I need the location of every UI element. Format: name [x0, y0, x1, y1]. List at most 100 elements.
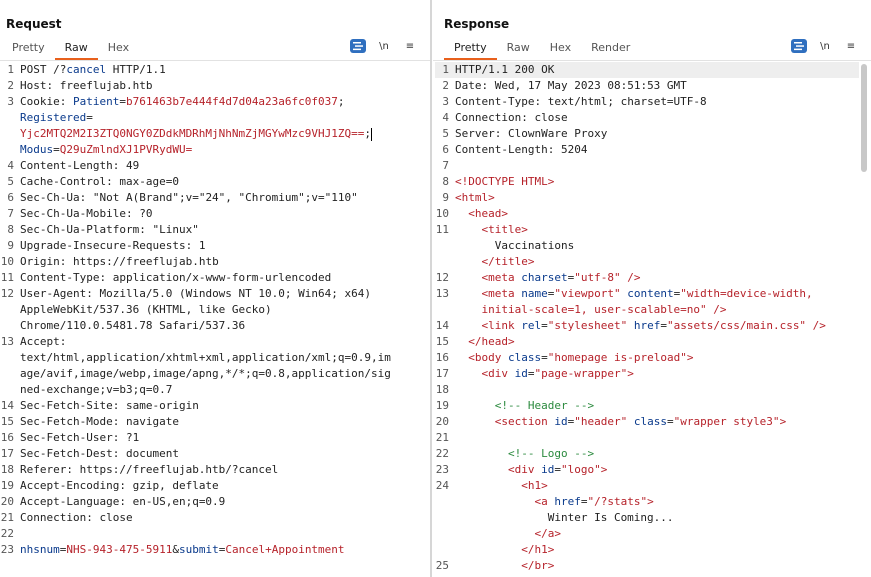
- format-icon[interactable]: [791, 39, 807, 53]
- response-line[interactable]: 14 <link rel="stylesheet" href="assets/c…: [435, 318, 859, 334]
- token: "header": [574, 415, 628, 428]
- newline-toggle-button[interactable]: \n: [379, 40, 389, 52]
- line-text: Host: freeflujab.htb: [20, 78, 152, 94]
- line-text: POST /?cancel HTTP/1.1: [20, 62, 166, 78]
- response-line[interactable]: 23 <div id="logo">: [435, 462, 859, 478]
- pane-divider[interactable]: [430, 0, 432, 577]
- response-scrollbar[interactable]: [861, 62, 869, 577]
- response-line[interactable]: Winter Is Coming...: [435, 510, 859, 526]
- token: id: [541, 463, 555, 476]
- request-line[interactable]: 22: [0, 526, 420, 542]
- request-line[interactable]: ned-exchange;v=b3;q=0.7: [0, 382, 420, 398]
- response-line[interactable]: 20 <section id="header" class="wrapper s…: [435, 414, 859, 430]
- response-line[interactable]: 12 <meta charset="utf-8" />: [435, 270, 859, 286]
- newline-toggle-button[interactable]: \n: [820, 40, 830, 52]
- line-number: 14: [0, 399, 14, 412]
- response-line[interactable]: 21: [435, 430, 859, 446]
- line-text: age/avif,image/webp,image/apng,*/*;q=0.8…: [20, 366, 391, 382]
- request-line[interactable]: age/avif,image/webp,image/apng,*/*;q=0.8…: [0, 366, 420, 382]
- response-line[interactable]: Vaccinations: [435, 238, 859, 254]
- request-line[interactable]: Yjc2MTQ2M2I3ZTQ0NGY0ZDdkMDRhMjNhNmZjMGYw…: [0, 126, 420, 142]
- response-line[interactable]: <a href="/?stats">: [435, 494, 859, 510]
- token: ;: [364, 127, 371, 140]
- request-line[interactable]: AppleWebKit/537.36 (KHTML, like Gecko): [0, 302, 420, 318]
- request-tab-pretty[interactable]: Pretty: [12, 41, 45, 54]
- request-line[interactable]: Modus=Q29uZmlndXJ1PVRydWU=: [0, 142, 420, 158]
- response-line[interactable]: 7: [435, 158, 859, 174]
- menu-icon[interactable]: ≡: [846, 40, 856, 52]
- token: =: [580, 495, 588, 508]
- format-icon[interactable]: [350, 39, 366, 53]
- response-line[interactable]: </a>: [435, 526, 859, 542]
- response-line[interactable]: 8<!DOCTYPE HTML>: [435, 174, 859, 190]
- request-line[interactable]: text/html,application/xhtml+xml,applicat…: [0, 350, 420, 366]
- response-line[interactable]: 16 <body class="homepage is-preload">: [435, 350, 859, 366]
- response-tab-pretty[interactable]: Pretty: [444, 40, 497, 60]
- response-line[interactable]: 24 <h1>: [435, 478, 859, 494]
- token: </title>: [481, 255, 535, 268]
- response-line[interactable]: 15 </head>: [435, 334, 859, 350]
- request-tab-raw[interactable]: Raw: [54, 40, 98, 60]
- request-line[interactable]: Chrome/110.0.5481.78 Safari/537.36: [0, 318, 420, 334]
- response-line[interactable]: 22 <!-- Logo -->: [435, 446, 859, 462]
- line-text: Content-Type: text/html; charset=UTF-8: [455, 94, 707, 110]
- response-line[interactable]: 25 </br>: [435, 558, 859, 574]
- token: href: [554, 495, 581, 508]
- response-scroll-thumb[interactable]: [861, 64, 867, 172]
- line-number: 4: [7, 159, 14, 172]
- response-line[interactable]: </h1>: [435, 542, 859, 558]
- token: :: [59, 335, 67, 348]
- request-title: Request: [6, 17, 62, 31]
- line-text: <meta charset="utf-8" />: [455, 270, 641, 286]
- menu-icon[interactable]: ≡: [405, 40, 415, 52]
- request-line[interactable]: Registered=: [0, 110, 420, 126]
- response-line[interactable]: </title>: [435, 254, 859, 270]
- request-tab-hex[interactable]: Hex: [107, 41, 130, 54]
- response-line[interactable]: 9<html>: [435, 190, 859, 206]
- response-tab-raw[interactable]: Raw: [506, 41, 530, 54]
- response-tab-render[interactable]: Render: [591, 41, 631, 54]
- response-line[interactable]: 17 <div id="page-wrapper">: [435, 366, 859, 382]
- line-text: Sec-Ch-Ua-Mobile: ?0: [20, 206, 152, 222]
- response-line[interactable]: 10 <head>: [435, 206, 859, 222]
- token: Accept: [20, 335, 60, 348]
- response-line[interactable]: initial-scale=1, user-scalable=no" />: [435, 302, 859, 318]
- token: Q29uZmlndXJ1PVRydWU=: [59, 143, 193, 156]
- response-line[interactable]: 19 <!-- Header -->: [435, 398, 859, 414]
- response-line[interactable]: 11 <title>: [435, 222, 859, 238]
- token: =: [660, 319, 667, 332]
- response-line[interactable]: 18: [435, 382, 859, 398]
- response-line[interactable]: 13 <meta name="viewport" content="width=…: [435, 286, 859, 302]
- response-tab-hex[interactable]: Hex: [549, 41, 572, 54]
